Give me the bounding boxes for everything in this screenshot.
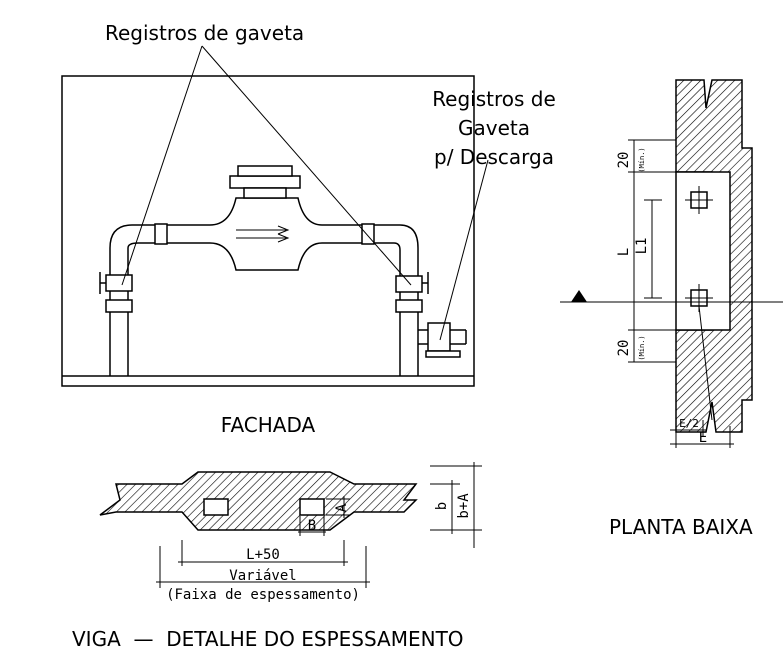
callout-registros-gaveta: Registros de gaveta: [105, 21, 304, 45]
dim-20-bottom-unit: (Mín.): [638, 335, 646, 360]
callout-descarga-line1: Registros de: [432, 87, 556, 111]
planta-pipe-top: [685, 186, 713, 214]
fachada-title: FACHADA: [221, 413, 316, 437]
viga-beam-hatch: [99, 471, 418, 531]
viga-pipe-left: [203, 498, 229, 516]
planta-horizontal-dims: [670, 406, 734, 448]
dim-L1: L1: [634, 238, 650, 255]
dim-E-half: E/2: [679, 417, 699, 430]
dim-A: A: [334, 503, 350, 512]
right-gate-valve: [422, 272, 429, 294]
dim-20-top: 20: [616, 152, 632, 169]
dim-variavel: Variável: [229, 568, 296, 584]
callout-leaders: [121, 45, 489, 341]
dim-20-bottom: 20: [616, 340, 632, 357]
dim-20-top-unit: (Mín.): [638, 147, 646, 172]
callout-descarga-line3: p/ Descarga: [434, 145, 554, 169]
fachada-view: Registros de gaveta Registros de Gaveta …: [61, 21, 556, 437]
dim-E: E: [699, 430, 707, 446]
dim-b-plus-A: b+A: [456, 493, 472, 519]
left-riser-pipe: [105, 224, 160, 376]
viga-title: VIGA — DETALHE DO ESPESSAMENTO: [72, 627, 464, 651]
water-meter: [209, 165, 323, 271]
planta-baixa-view: 20 (Mín.) 20 (Mín.) L L1 E/2 E PLANTA BA…: [560, 79, 783, 539]
dim-B: B: [308, 518, 316, 534]
left-gate-valve: [99, 272, 106, 294]
section-marker-left: [571, 290, 587, 302]
dim-faixa-espessamento: (Faixa de espessamento): [166, 587, 360, 603]
fachada-frame: [61, 75, 475, 387]
planta-title: PLANTA BAIXA: [609, 515, 753, 539]
viga-dims: [156, 462, 482, 588]
left-union: [154, 223, 168, 245]
dim-L: L: [616, 248, 632, 256]
drain-valve: [418, 322, 467, 358]
callout-descarga-line2: Gaveta: [458, 116, 530, 140]
viga-pipe-right: [299, 498, 325, 516]
viga-view: A B b b+A L+50 Variável (Faixa de espess…: [72, 462, 482, 651]
planta-vertical-dims: [628, 139, 676, 363]
dim-L-plus-50: L+50: [246, 547, 280, 563]
dim-b: b: [434, 502, 450, 510]
right-riser-pipe: [374, 224, 423, 376]
